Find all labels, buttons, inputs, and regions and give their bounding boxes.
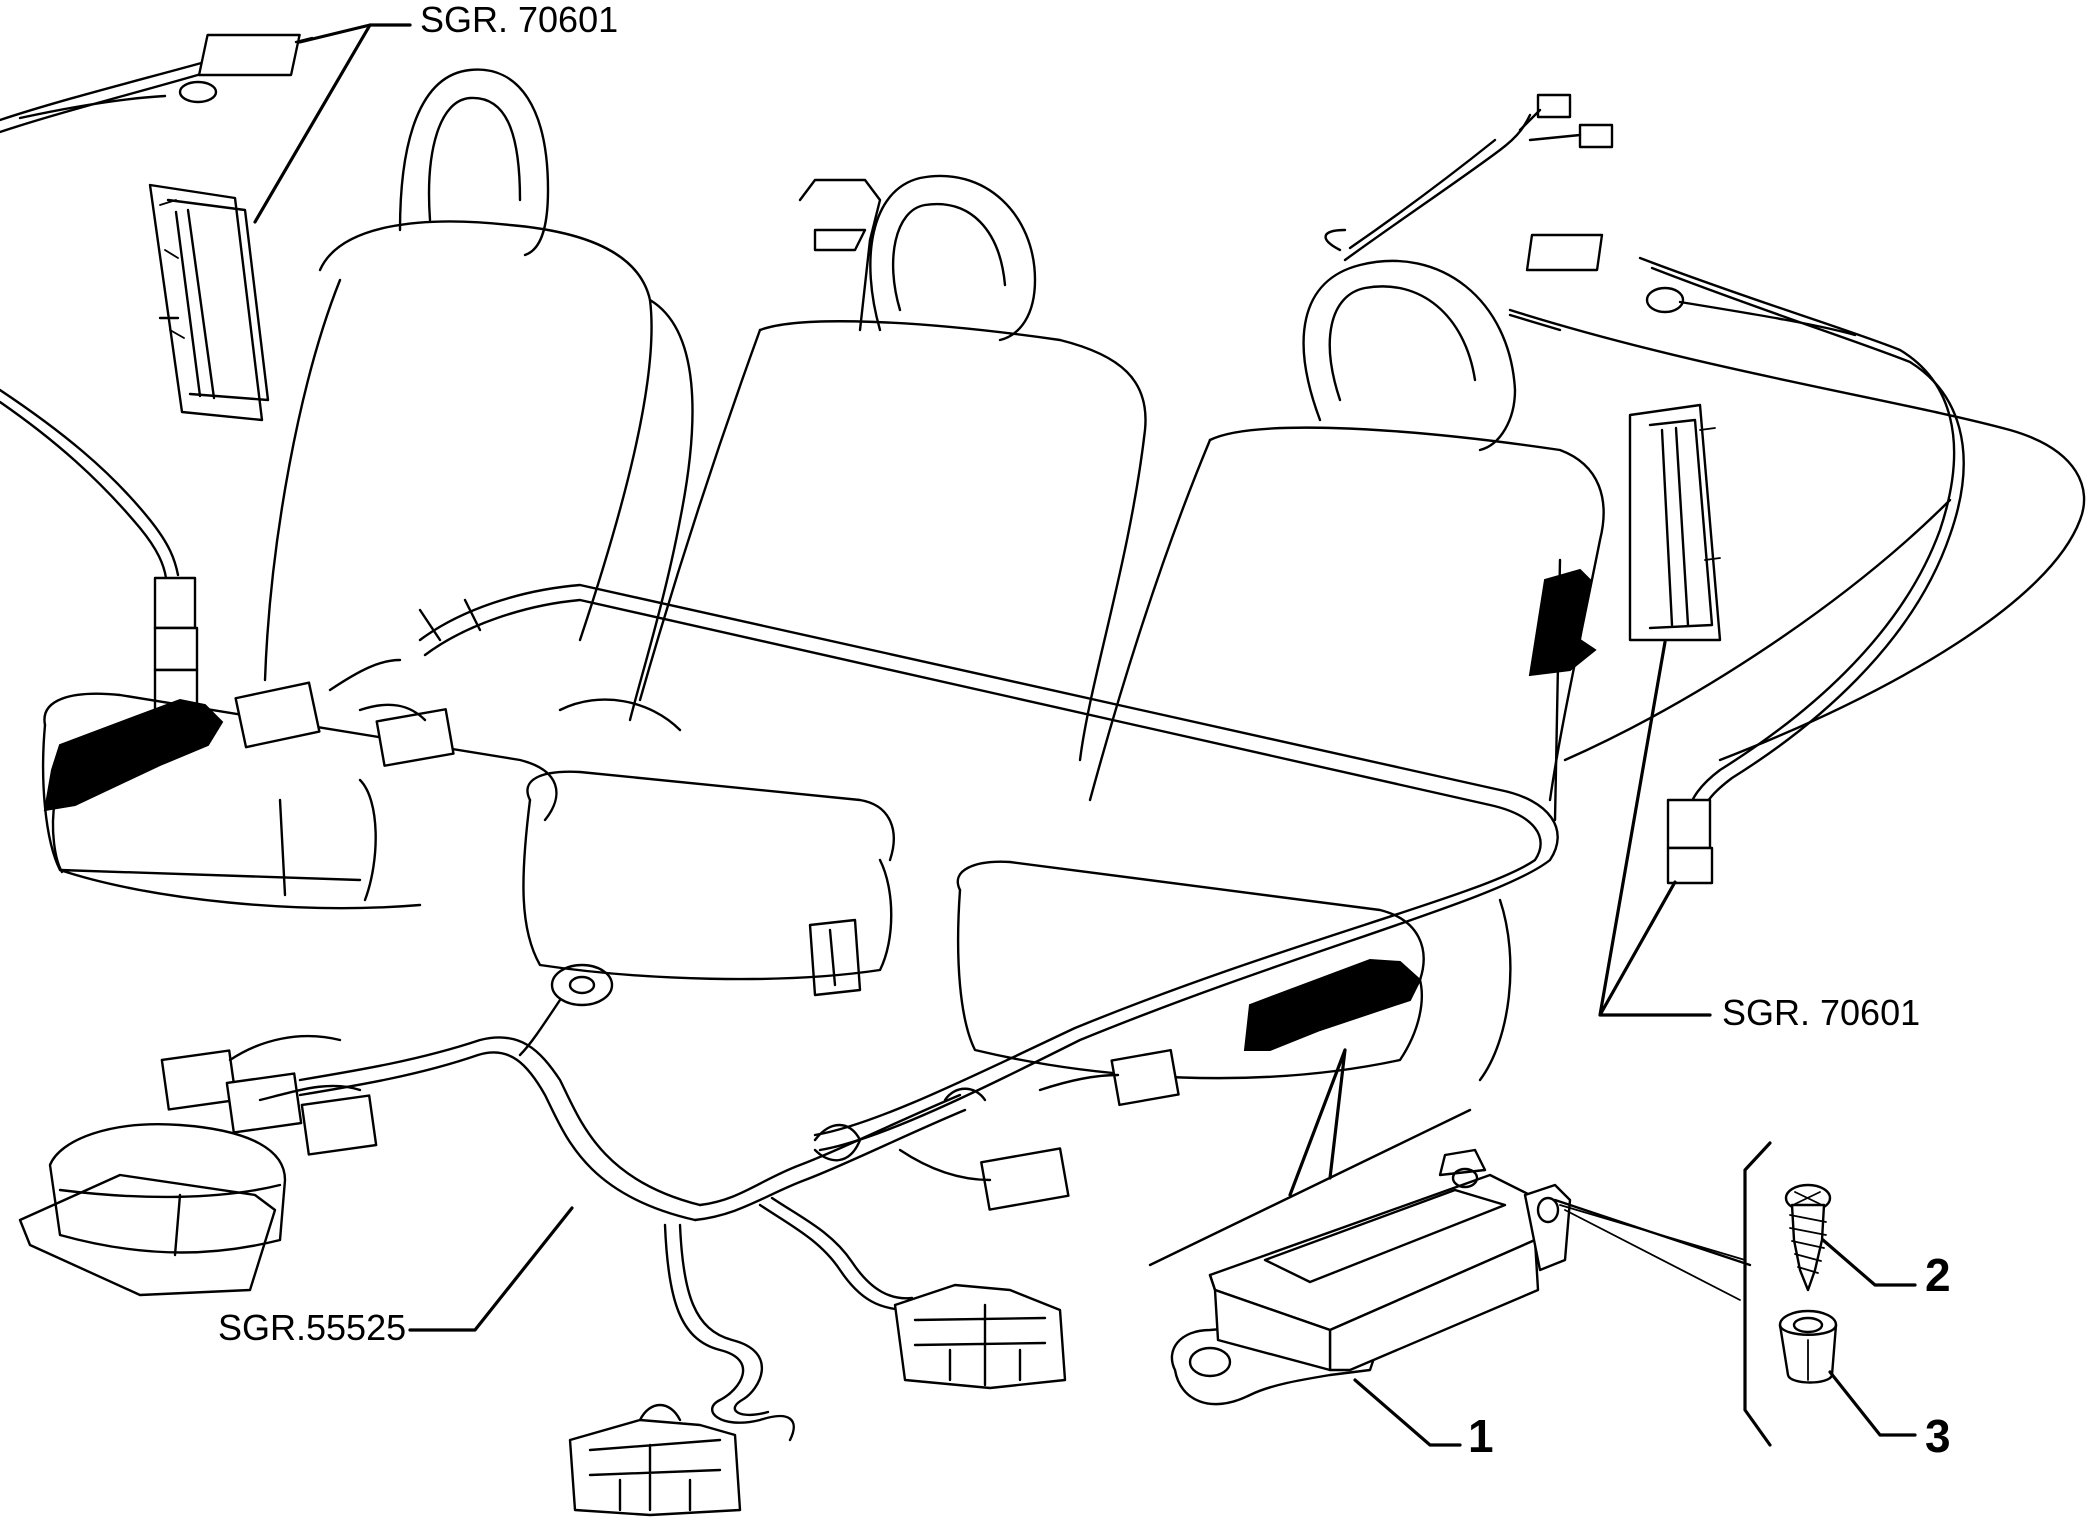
main-harness: [160, 583, 1559, 1442]
left-harness-drop: [0, 388, 199, 712]
airbag-control-unit: [1148, 1108, 1752, 1447]
ref-label-top-left: SGR. 70601: [420, 0, 619, 40]
floor-guide-line: [1508, 313, 1952, 822]
pretensioner-right: [1324, 93, 2086, 885]
connector-bottom-center: [568, 1403, 742, 1517]
right-seat: [956, 259, 1605, 1082]
control-unit-outline-left: [18, 1123, 287, 1297]
left-seat: [41, 68, 694, 910]
pretensioner-top-left: [0, 33, 314, 422]
reference-leaders: [253, 23, 1712, 1332]
callout-1: 1: [1468, 1410, 1494, 1462]
callout-3: 3: [1925, 1410, 1951, 1462]
connector-bottom-right: [893, 1283, 1067, 1390]
middle-seat: [522, 174, 1147, 997]
ref-label-right: SGR. 70601: [1722, 992, 1921, 1033]
fastener-group: [1559, 1141, 1917, 1447]
ref-label-harness: SGR.55525: [218, 1307, 407, 1348]
callout-2: 2: [1925, 1249, 1951, 1301]
